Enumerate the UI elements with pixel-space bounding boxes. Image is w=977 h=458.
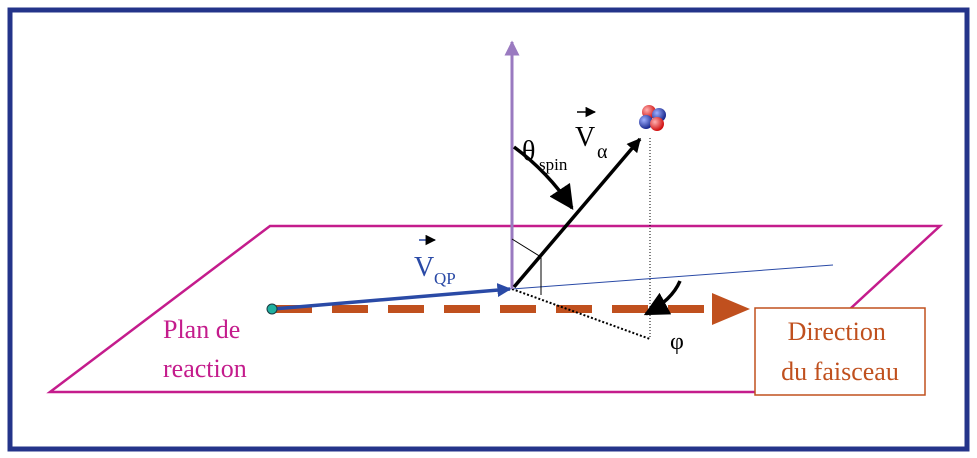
v-qp-subscript: QP [434, 269, 456, 288]
v-alpha-vector [512, 137, 642, 289]
phi-arc-arrow [643, 280, 682, 316]
plan-de-reaction-label: Plan de reaction [163, 315, 247, 383]
direction-line-2: du faisceau [781, 357, 899, 386]
proton-icon [650, 117, 664, 131]
theta-subscript: spin [539, 155, 568, 174]
alpha-projection-line [511, 264, 834, 290]
origin-dot [266, 303, 278, 315]
theta-letter: θ [522, 136, 535, 167]
phi-label: φ [670, 329, 684, 355]
alpha-dotted-projection [511, 288, 651, 340]
direction-label: Direction du faisceau [781, 317, 899, 386]
plan-line-2: reaction [163, 354, 247, 383]
beam-arrowhead [712, 293, 750, 325]
neutron-icon [639, 115, 653, 129]
outer-frame [7, 7, 970, 452]
theta-spin-label: θ spin [522, 136, 568, 174]
v-qp-vector [272, 283, 512, 311]
v-alpha-subscript: α [597, 141, 608, 163]
direction-box [754, 307, 926, 396]
theta-spin-arc-arrow [512, 145, 574, 211]
v-qp-letter: V [414, 252, 434, 283]
alpha-particle-icon [639, 105, 666, 131]
v-alpha-letter: V [575, 122, 595, 153]
v-qp-label: V QP [414, 234, 456, 288]
plan-line-1: Plan de [163, 315, 240, 344]
v-alpha-label: V α [575, 106, 608, 163]
direction-line-1: Direction [788, 317, 886, 346]
